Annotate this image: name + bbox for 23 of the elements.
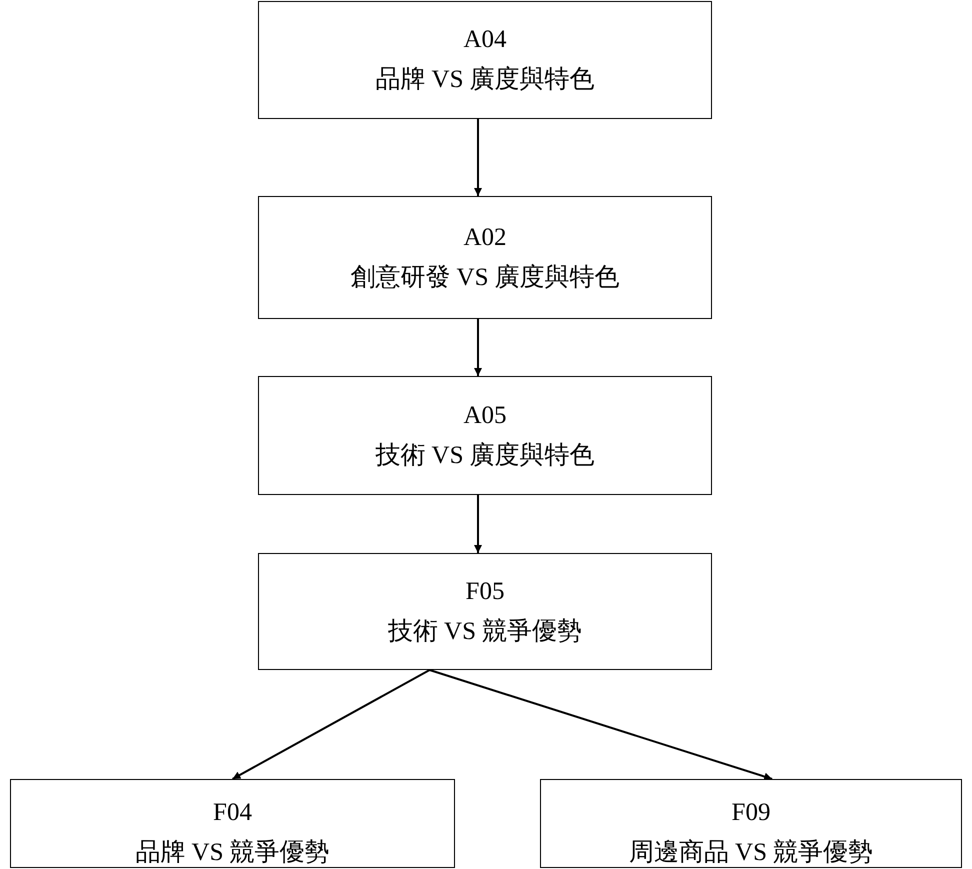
node-label: 技術 VS 競爭優勢	[388, 616, 582, 646]
node-code: F05	[466, 576, 504, 606]
arrow	[474, 319, 482, 376]
node-label: 技術 VS 廣度與特色	[375, 440, 595, 470]
process-box	[10, 779, 455, 868]
arrow	[474, 495, 482, 553]
arrow	[232, 669, 430, 780]
node-code: F09	[732, 798, 770, 828]
process-box	[258, 196, 712, 319]
node-label: 周邊商品 VS 競爭優勢	[628, 838, 874, 868]
process-box	[540, 779, 962, 868]
process-box	[258, 376, 712, 495]
node-code: A05	[463, 400, 507, 430]
node-code: A04	[463, 25, 507, 55]
node-code: A02	[463, 222, 507, 252]
process-box	[258, 1, 712, 119]
node-code: F04	[213, 798, 252, 828]
process-box	[258, 553, 712, 670]
node-label: 品牌 VS 廣度與特色	[375, 65, 595, 95]
arrow	[474, 119, 482, 196]
node-label: 品牌 VS 競爭優勢	[135, 838, 330, 868]
node-label: 創意研發 VS 廣度與特色	[350, 262, 620, 292]
arrow	[429, 669, 772, 780]
